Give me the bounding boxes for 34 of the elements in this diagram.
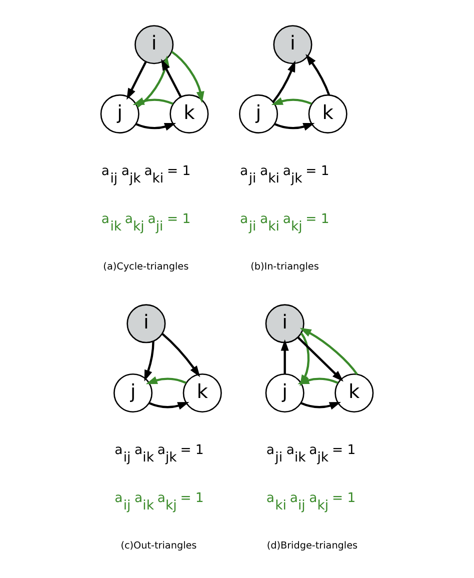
arrow [306, 54, 330, 96]
arrow [146, 376, 186, 384]
arrow [148, 402, 190, 410]
node-circle: k [170, 94, 209, 134]
node-circle: j [238, 94, 278, 134]
label: (b)In-triangles [250, 262, 319, 273]
arrow [126, 61, 147, 100]
node-circle: j [100, 94, 140, 134]
arrow [300, 328, 358, 375]
arrow [161, 58, 182, 98]
arrow [144, 341, 154, 382]
arrow [171, 50, 204, 103]
arrow [300, 402, 342, 410]
node-circle: k [182, 373, 222, 412]
node-circle: i [273, 25, 312, 64]
label: (c)Out-triangles [120, 540, 197, 552]
node-circle: k [308, 94, 348, 134]
arrow [298, 376, 338, 384]
label: (d)Bridge-triangles [266, 540, 358, 552]
arrow [162, 333, 200, 378]
arrow [272, 60, 296, 103]
arrow [135, 122, 176, 131]
label: (a)Cycle-triangles [103, 262, 189, 273]
arrow [280, 339, 289, 374]
node-circle: i [134, 25, 174, 64]
node-circle: k [334, 373, 374, 412]
node-circle: j [265, 373, 304, 412]
arrow [132, 97, 174, 106]
node-circle: i [265, 304, 304, 344]
arrow [271, 97, 312, 106]
arrow [274, 122, 315, 131]
arrow [297, 336, 344, 382]
node-circle: i [126, 304, 166, 344]
node-circle: j [114, 373, 153, 412]
